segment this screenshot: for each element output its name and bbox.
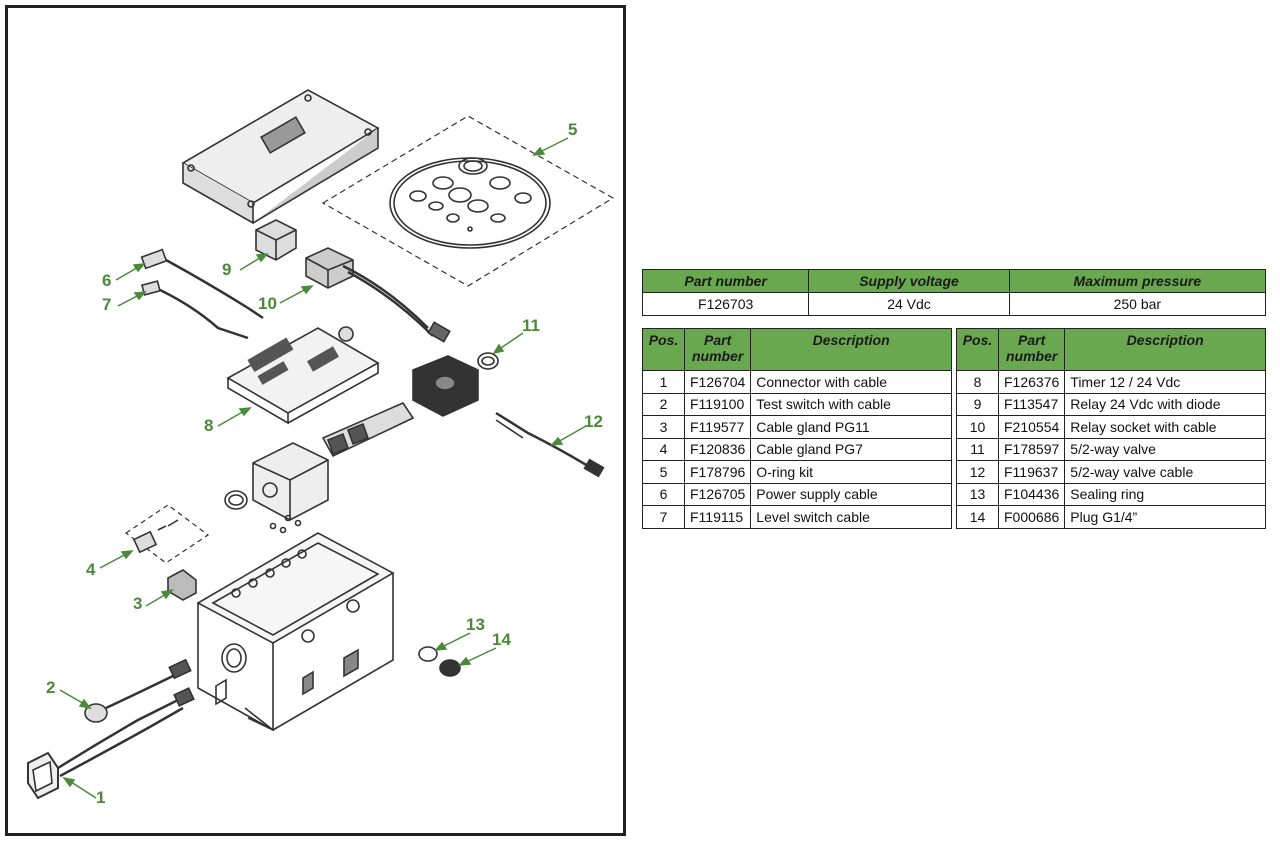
- parts-header-row: Pos. Part number Description: [642, 328, 952, 371]
- description-cell: O-ring kit: [750, 460, 952, 484]
- callout-4: 4: [86, 560, 96, 579]
- pos-cell: 11: [956, 437, 999, 461]
- pos-cell: 3: [642, 415, 685, 439]
- spec-supply-voltage: 24 Vdc: [808, 292, 1010, 316]
- part-number-cell: F126705: [683, 482, 752, 506]
- part-number-cell: F104436: [997, 482, 1066, 506]
- description-cell: Relay socket with cable: [1064, 415, 1266, 439]
- pos-cell: 5: [642, 460, 685, 484]
- pos-cell: 2: [642, 392, 685, 416]
- part-number-cell: F113547: [997, 392, 1066, 416]
- part-number-cell: F126704: [683, 370, 752, 394]
- header-part-number: Part number: [683, 328, 752, 371]
- callout-10: 10: [258, 294, 277, 313]
- callout-2: 2: [46, 678, 56, 697]
- spec-header-maximum-pressure: Maximum pressure: [1008, 269, 1267, 293]
- part-number-cell: F119577: [683, 415, 752, 439]
- spec-table: Part number Supply voltage Maximum press…: [641, 269, 1267, 316]
- callout-13: 13: [466, 615, 485, 634]
- pos-cell: 8: [956, 370, 999, 394]
- pos-cell: 13: [956, 482, 999, 506]
- pos-cell: 6: [642, 482, 685, 506]
- cover-lid: [181, 89, 380, 225]
- callout-7: 7: [102, 295, 112, 314]
- exploded-view-diagram: 1 2 3 4 5 6 7 8 9 10 11 12 13 14: [5, 5, 626, 836]
- pos-cell: 10: [956, 415, 999, 439]
- spec-header-part-number: Part number: [641, 269, 810, 293]
- part-number-cell: F119100: [683, 392, 752, 416]
- description-cell: 5/2-way valve cable: [1064, 460, 1266, 484]
- pos-cell: 4: [642, 437, 685, 461]
- exploded-drawing: [27, 89, 615, 800]
- pos-cell: 9: [956, 392, 999, 416]
- spec-header-row: Part number Supply voltage Maximum press…: [641, 269, 1267, 293]
- part-number-cell: F119637: [997, 460, 1066, 484]
- callout-1: 1: [96, 788, 106, 807]
- callout-11: 11: [522, 316, 540, 335]
- description-cell: Connector with cable: [750, 370, 952, 394]
- description-cell: Level switch cable: [750, 505, 952, 529]
- header-pos: Pos.: [956, 328, 999, 371]
- callout-5: 5: [568, 120, 578, 139]
- part-number-cell: F000686: [997, 505, 1066, 529]
- header-description: Description: [750, 328, 952, 371]
- header-pos: Pos.: [642, 328, 685, 371]
- description-cell: Timer 12 / 24 Vdc: [1064, 370, 1266, 394]
- description-cell: Cable gland PG7: [750, 437, 952, 461]
- callout-12: 12: [584, 412, 603, 431]
- description-cell: Cable gland PG11: [750, 415, 952, 439]
- callout-6: 6: [102, 271, 112, 290]
- pos-cell: 12: [956, 460, 999, 484]
- spec-part-number: F126703: [641, 292, 810, 316]
- callout-9: 9: [222, 260, 232, 279]
- description-cell: 5/2-way valve: [1064, 437, 1266, 461]
- header-description: Description: [1064, 328, 1266, 371]
- spec-row: F126703 24 Vdc 250 bar: [641, 292, 1267, 316]
- part-number-cell: F210554: [997, 415, 1066, 439]
- pos-cell: 1: [642, 370, 685, 394]
- spec-maximum-pressure: 250 bar: [1008, 292, 1267, 316]
- part-number-cell: F126376: [997, 370, 1066, 394]
- part-number-cell: F120836: [683, 437, 752, 461]
- part-number-cell: F178597: [997, 437, 1066, 461]
- callout-8: 8: [204, 416, 214, 435]
- callout-14: 14: [492, 630, 511, 649]
- description-cell: Power supply cable: [750, 482, 952, 506]
- part-number-cell: F178796: [683, 460, 752, 484]
- header-part-number: Part number: [997, 328, 1066, 371]
- part-number-cell: F119115: [683, 505, 752, 529]
- description-cell: Test switch with cable: [750, 392, 952, 416]
- parts-header-row: Pos. Part number Description: [956, 328, 1266, 371]
- description-cell: Relay 24 Vdc with diode: [1064, 392, 1266, 416]
- description-cell: Plug G1/4”: [1064, 505, 1266, 529]
- pos-cell: 14: [956, 505, 999, 529]
- callout-3: 3: [133, 594, 143, 613]
- spec-header-supply-voltage: Supply voltage: [808, 269, 1010, 293]
- pos-cell: 7: [642, 505, 685, 529]
- description-cell: Sealing ring: [1064, 482, 1266, 506]
